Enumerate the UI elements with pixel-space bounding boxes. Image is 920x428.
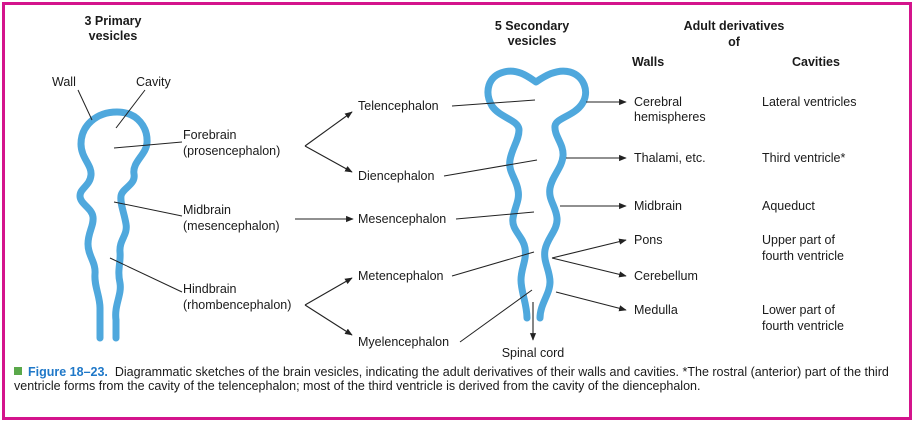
hindbrain-label-line2: (rhombencephalon) <box>183 298 291 312</box>
adult-header-line2: of <box>728 35 741 49</box>
to-medulla-arrow <box>555 291 627 312</box>
midbrain-leader <box>113 201 183 217</box>
walls-header: Walls <box>632 55 664 69</box>
caption-bullet-icon <box>14 367 22 375</box>
cavity-leader <box>115 89 146 129</box>
midbrain-label-line2: (mesencephalon) <box>183 219 280 233</box>
thalami-label: Thalami, etc. <box>634 151 706 165</box>
lower-fourth-label-line2: fourth ventricle <box>762 319 844 333</box>
telencephalon-label: Telencephalon <box>358 99 439 113</box>
cerebral-label-line1: Cerebral <box>634 95 682 109</box>
hindbrain-label-line1: Hindbrain <box>183 282 237 296</box>
figure-number: Figure 18–23. <box>28 365 108 379</box>
pons-label: Pons <box>634 233 663 247</box>
hindbrain-leader <box>109 257 183 293</box>
to-pons-arrow <box>551 238 627 259</box>
forebrain-label-line1: Forebrain <box>183 128 237 142</box>
secondary-header-line1: 5 Secondary <box>495 19 569 33</box>
mesencephalon-leader <box>455 211 535 220</box>
myelencephalon-leader <box>459 289 533 343</box>
upper-fourth-label-line2: fourth ventricle <box>762 249 844 263</box>
forebrain-to-telencephalon-arrow <box>304 111 353 147</box>
primary-header-line2: vesicles <box>89 29 138 43</box>
upper-fourth-label-line1: Upper part of <box>762 233 835 247</box>
figure-frame <box>2 2 912 420</box>
myelencephalon-label: Myelencephalon <box>358 335 449 349</box>
adult-header-line1: Adult derivatives <box>684 19 785 33</box>
aqueduct-label: Aqueduct <box>762 199 815 213</box>
secondary-header-line2: vesicles <box>508 34 557 48</box>
metencephalon-leader <box>451 251 535 277</box>
lateral-ventricles-label: Lateral ventricles <box>762 95 857 109</box>
metencephalon-label: Metencephalon <box>358 269 444 283</box>
wall-leader <box>77 89 93 121</box>
mesencephalon-label: Mesencephalon <box>358 212 446 226</box>
midbrain-wall-label: Midbrain <box>634 199 682 213</box>
wall-label: Wall <box>52 75 76 89</box>
forebrain-to-diencephalon-arrow <box>304 145 353 173</box>
hindbrain-to-metencephalon-arrow <box>304 277 353 306</box>
cerebral-label-line2: hemispheres <box>634 110 706 124</box>
primary-header-line1: 3 Primary <box>85 14 142 28</box>
cerebellum-label: Cerebellum <box>634 269 698 283</box>
spinal-cord-label: Spinal cord <box>502 346 565 360</box>
telencephalon-leader <box>451 99 536 107</box>
diencephalon-leader <box>443 159 538 177</box>
medulla-label: Medulla <box>634 303 678 317</box>
figure-caption: Figure 18–23. Diagrammatic sketches of t… <box>14 365 910 393</box>
forebrain-leader <box>113 141 183 149</box>
forebrain-label-line2: (prosencephalon) <box>183 144 280 158</box>
secondary-vesicle-outline <box>484 67 589 322</box>
third-ventricle-label: Third ventricle* <box>762 151 845 165</box>
to-cerebellum-arrow <box>551 257 627 278</box>
lower-fourth-label-line1: Lower part of <box>762 303 835 317</box>
hindbrain-to-myelencephalon-arrow <box>304 304 353 336</box>
cavity-label: Cavity <box>136 75 171 89</box>
diencephalon-label: Diencephalon <box>358 169 434 183</box>
midbrain-label-line1: Midbrain <box>183 203 231 217</box>
cavities-header: Cavities <box>792 55 840 69</box>
caption-text: Diagrammatic sketches of the brain vesic… <box>14 365 889 393</box>
primary-vesicle-outline <box>76 108 151 342</box>
